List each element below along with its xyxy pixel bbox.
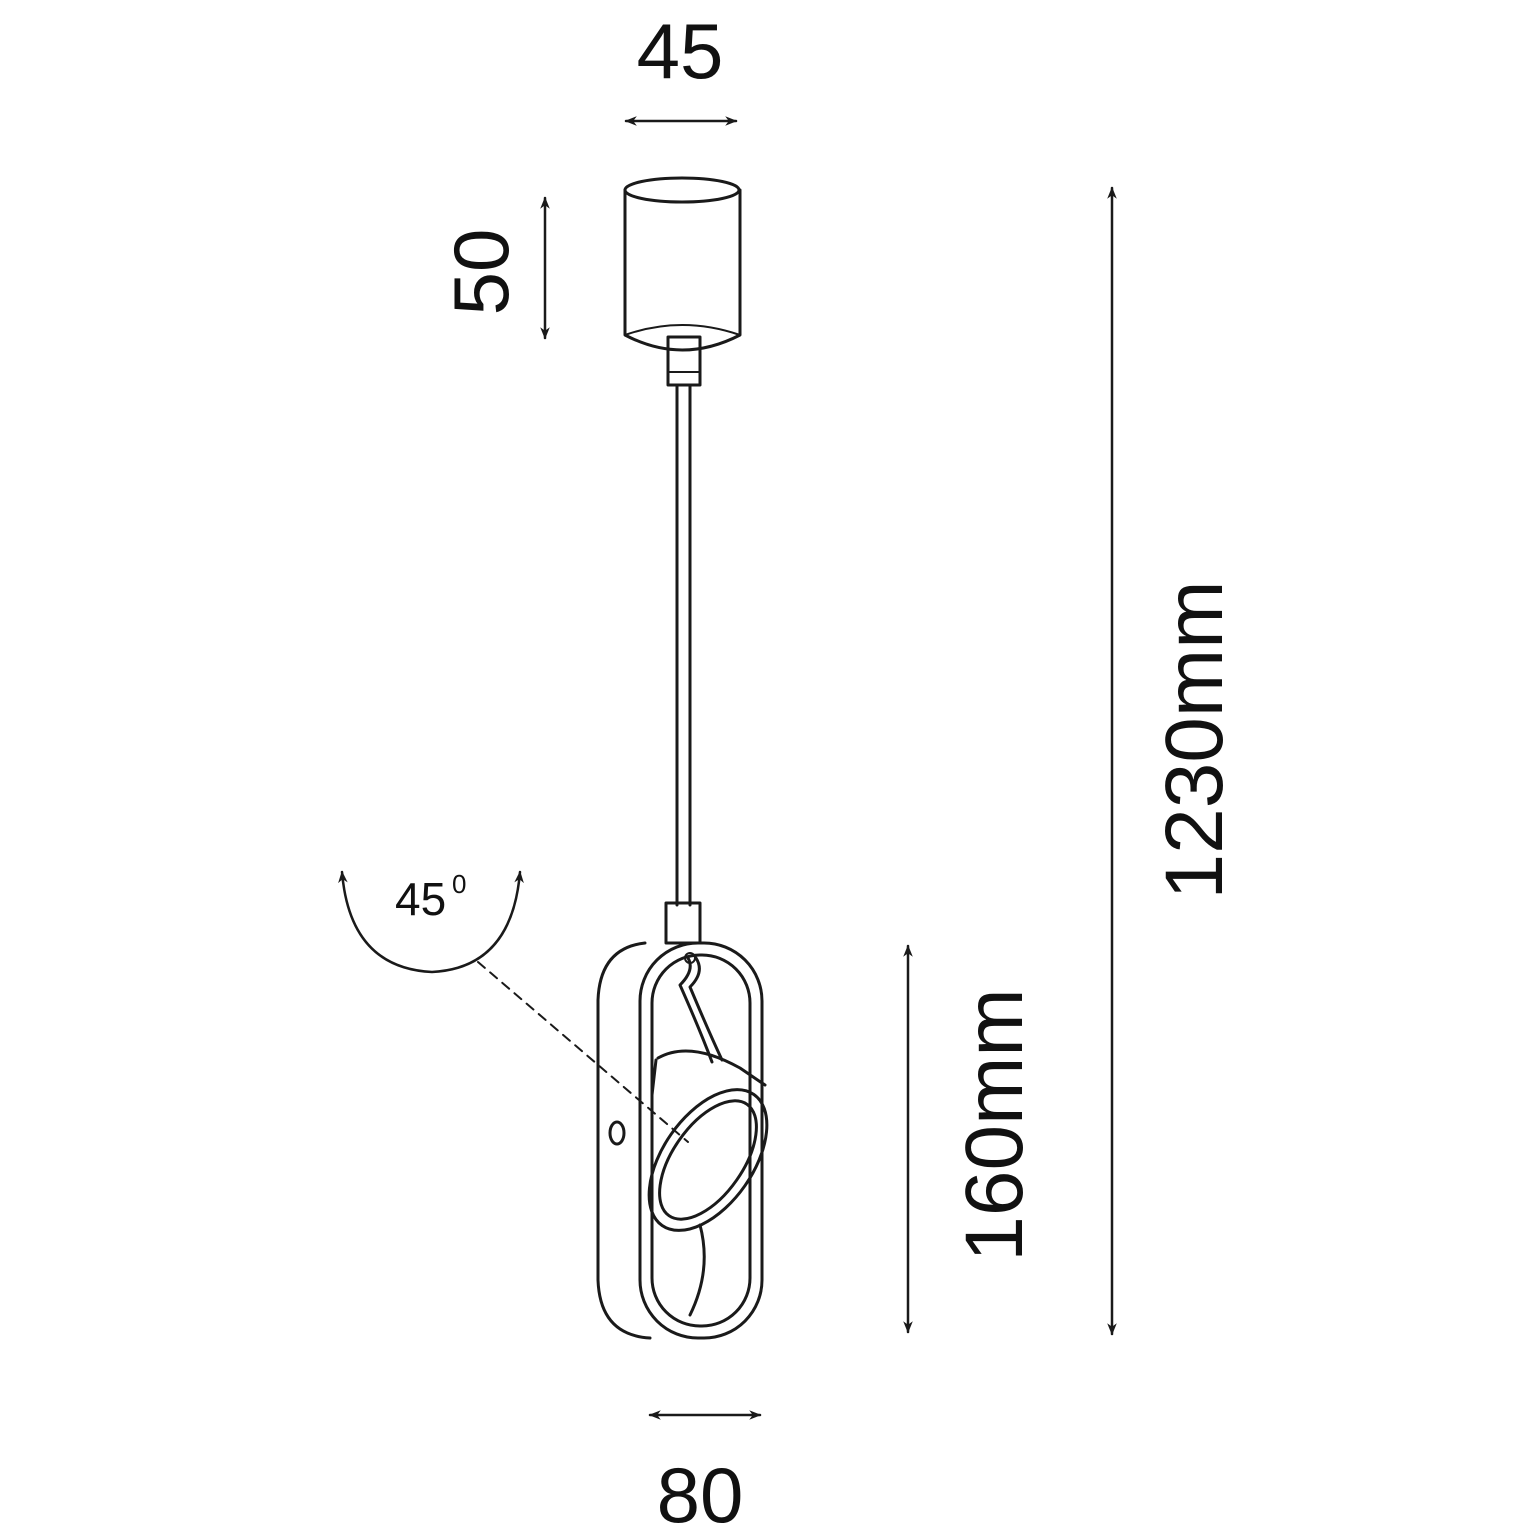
head-width-dimension: 80 [648, 1410, 762, 1539]
canopy-width-dimension: 45 [624, 7, 738, 126]
head-connector [664, 901, 702, 945]
canopy-connector [666, 335, 702, 387]
tilt-angle-indicator: 45 0 [338, 869, 689, 1143]
canopy [623, 176, 742, 352]
total-height-dimension: 1230mm [1107, 186, 1240, 1336]
head-height-dimension: 160mm [903, 944, 1040, 1334]
canopy-height-dimension: 50 [437, 196, 550, 340]
tilt-angle-label: 45 [395, 873, 446, 925]
suspension-rod [675, 383, 692, 907]
head-height-label: 160mm [949, 988, 1040, 1261]
lamp-head [596, 941, 769, 1340]
tilt-angle-unit: 0 [452, 869, 466, 899]
head-width-label: 80 [657, 1451, 744, 1539]
canopy-width-label: 45 [637, 7, 724, 95]
total-height-label: 1230mm [1149, 580, 1240, 899]
canopy-height-label: 50 [437, 229, 525, 316]
side-hole [608, 1120, 626, 1146]
